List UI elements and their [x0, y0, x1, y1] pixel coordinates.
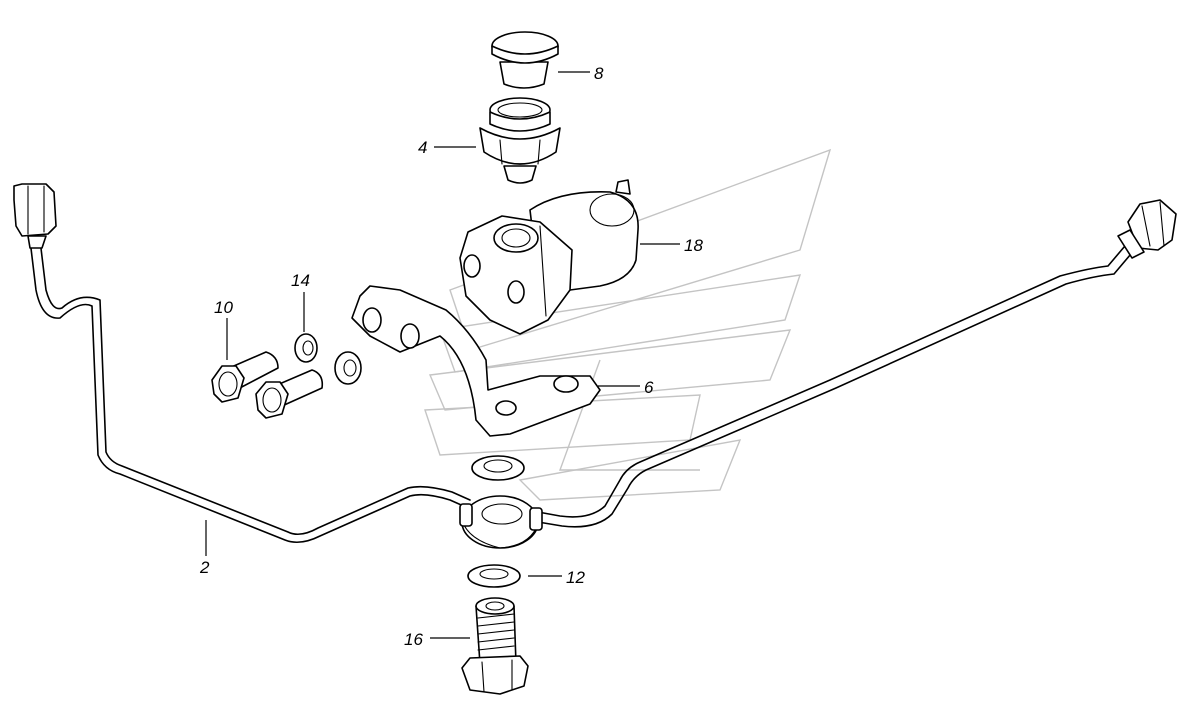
callout-4: 4 [418, 138, 427, 157]
callout-leaders [205, 71, 680, 639]
part-16-banjo-bolt [461, 597, 529, 695]
part-2-fuel-pipe [13, 183, 1177, 549]
callout-18: 18 [684, 236, 703, 255]
part-4-fitting [479, 97, 561, 184]
part-14-washers [294, 333, 362, 385]
callout-8: 8 [594, 64, 604, 83]
part-10-bolts [211, 351, 324, 419]
part-18-solenoid-valve [459, 179, 639, 335]
callout-6: 6 [644, 378, 654, 397]
part-8-cap [491, 31, 559, 89]
callout-2: 2 [199, 558, 210, 577]
callout-16: 16 [404, 630, 423, 649]
washer-upper [471, 455, 525, 481]
callout-14: 14 [291, 271, 310, 290]
callout-10: 10 [214, 298, 233, 317]
part-12-washer [467, 564, 521, 588]
part-6-bracket [351, 285, 601, 437]
callout-12: 12 [566, 568, 585, 587]
callout-labels: 8 4 18 14 10 6 2 12 16 [199, 64, 703, 649]
